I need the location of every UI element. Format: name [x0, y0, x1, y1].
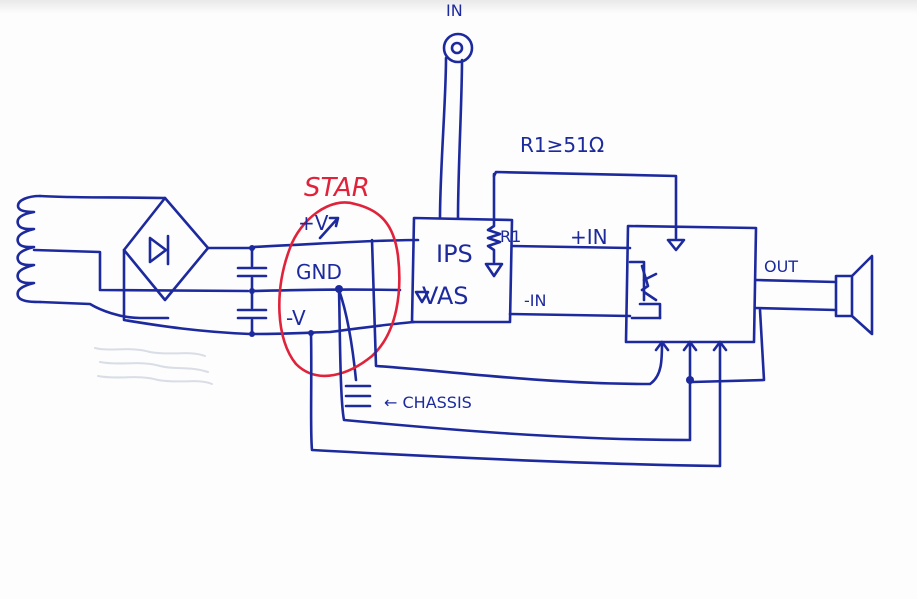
- output-ground-icon: [666, 238, 686, 252]
- bridge-rectifier: [122, 196, 210, 302]
- scan-smudge: [94, 347, 213, 385]
- ips-label: IPS: [436, 240, 473, 268]
- output-return-line: [754, 306, 838, 312]
- transformer-lead-bottom: [38, 300, 170, 320]
- transformer-coil: [16, 194, 42, 304]
- output-transistor-icon: [628, 260, 662, 320]
- plus-in-label: +IN: [570, 225, 608, 249]
- r1-value-label: R1≥51Ω: [520, 133, 604, 157]
- reservoir-capacitor-bottom: [236, 290, 268, 336]
- input-return-wire: [456, 58, 464, 220]
- minus-in-line: [508, 312, 632, 318]
- chassis-label: ← CHASSIS: [384, 393, 472, 412]
- r1-label: R1: [500, 227, 521, 246]
- r1-ground-icon: [484, 262, 504, 278]
- transformer-lead-top: [38, 194, 167, 200]
- plus-v-label: +V: [298, 211, 329, 235]
- vas-arrow-icon: [414, 290, 430, 304]
- gnd-rail: [250, 288, 402, 293]
- out-label: OUT: [764, 257, 798, 276]
- plus-v-return-wire: [370, 238, 664, 386]
- chassis-ground-symbol: [344, 384, 372, 408]
- output-stage-supply-arrows: [654, 340, 728, 352]
- output-ground-node: [686, 376, 694, 384]
- ips-vas-block: [410, 216, 514, 324]
- plus-in-line: [510, 244, 632, 250]
- minus-v-return-wire: [309, 331, 722, 468]
- star-label: STAR: [304, 173, 370, 203]
- plus-v-arrow: [318, 216, 340, 240]
- scan-edge-shadow: [0, 0, 917, 14]
- minus-in-label: -IN: [524, 291, 546, 310]
- minus-v-label: -V: [286, 306, 306, 330]
- input-signal-wire: [438, 56, 448, 220]
- diode-symbol: [148, 234, 170, 266]
- speaker-return-wire: [690, 308, 766, 384]
- gnd-return-wire: [337, 288, 692, 442]
- gnd-label: GND: [296, 260, 342, 284]
- output-line: [754, 278, 838, 284]
- star-ground-highlight: [278, 201, 401, 378]
- r1-ground-return: [492, 170, 678, 240]
- speaker-icon: [834, 254, 874, 336]
- input-jack-icon: [442, 32, 474, 64]
- output-stage-block: [624, 224, 758, 344]
- r1-resistor: [486, 172, 502, 264]
- rectifier-minus-lead: [122, 248, 252, 336]
- plus-v-rail: [250, 238, 420, 249]
- reservoir-capacitor-top: [236, 246, 268, 292]
- input-label: IN: [446, 1, 463, 20]
- vas-label: VAS: [422, 282, 469, 310]
